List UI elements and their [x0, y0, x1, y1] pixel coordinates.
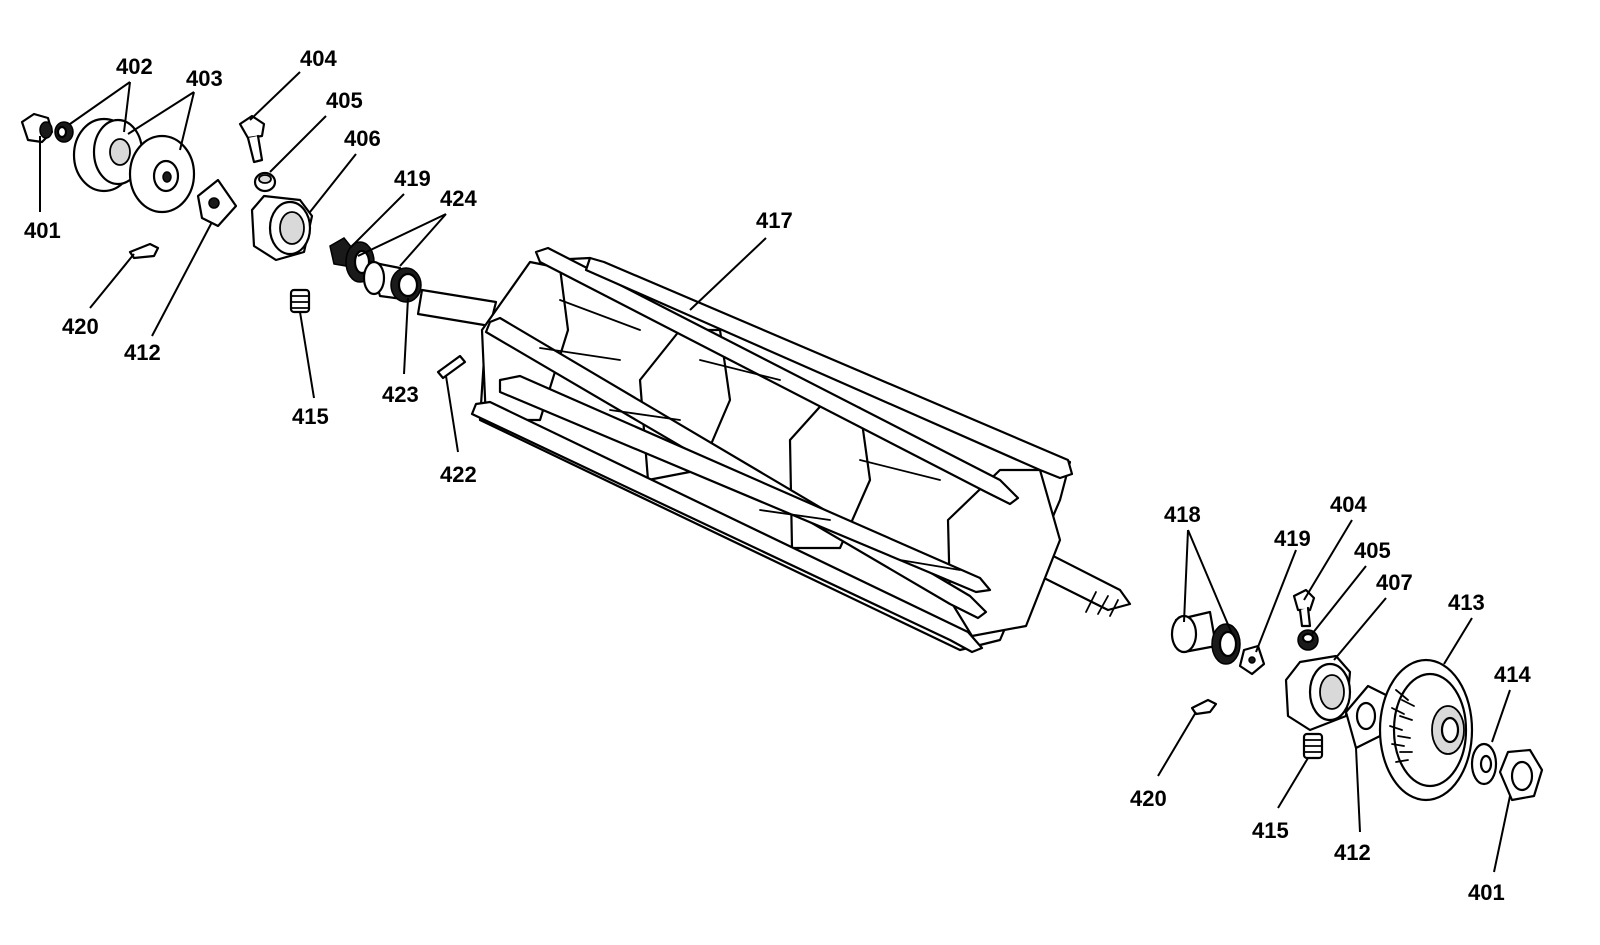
callout-407: 407 — [1376, 570, 1413, 595]
callout-412-right: 412 — [1334, 840, 1371, 865]
callout-401-left: 401 — [24, 218, 61, 243]
callout-404-right: 404 — [1330, 492, 1367, 517]
callout-414: 414 — [1494, 662, 1531, 687]
part-412-plate-left — [196, 178, 238, 228]
part-415-spring-left — [289, 288, 311, 314]
part-423-collar — [390, 267, 422, 303]
part-413-drive-gear — [1378, 658, 1474, 802]
callout-423: 423 — [382, 382, 419, 407]
callout-419-right: 419 — [1274, 526, 1311, 551]
callout-402: 402 — [116, 54, 153, 79]
part-412-plate-right — [1344, 684, 1390, 750]
callout-404-left: 404 — [300, 46, 337, 71]
callout-424: 424 — [440, 186, 477, 211]
callout-417: 417 — [756, 208, 793, 233]
part-403-bearing-cap-b — [128, 134, 196, 214]
callout-419-left: 419 — [394, 166, 431, 191]
leader-lines — [39, 71, 1511, 873]
callout-406: 406 — [344, 126, 381, 151]
part-417-cutting-cylinder — [416, 246, 1132, 654]
part-404-bolt-left — [238, 114, 266, 164]
part-401-nut-left — [20, 112, 54, 144]
part-422-key-pin — [436, 354, 467, 380]
part-415-spring-right — [1302, 732, 1324, 760]
callout-403: 403 — [186, 66, 223, 91]
callout-418: 418 — [1164, 502, 1201, 527]
part-420-grease-nipple-left — [128, 242, 160, 260]
part-419-seal-right — [1238, 644, 1266, 676]
callout-415-right: 415 — [1252, 818, 1289, 843]
part-404-bolt-right — [1292, 588, 1316, 628]
callout-420-left: 420 — [62, 314, 99, 339]
part-405-spacer-left — [253, 171, 277, 193]
callout-405-left: 405 — [326, 88, 363, 113]
part-405-spacer-right — [1297, 629, 1319, 651]
callout-422: 422 — [440, 462, 477, 487]
part-418-bearing-races — [1170, 610, 1241, 665]
callout-413: 413 — [1448, 590, 1485, 615]
part-414-washer — [1470, 742, 1498, 786]
callout-405-right: 405 — [1354, 538, 1391, 563]
callout-420-right: 420 — [1130, 786, 1167, 811]
callout-401-right: 401 — [1468, 880, 1505, 905]
part-401-nut-right — [1498, 748, 1544, 802]
callout-415-left: 415 — [292, 404, 329, 429]
part-407-bearing-block — [1284, 654, 1352, 732]
part-406-bearing-block — [250, 194, 314, 262]
part-402-washer — [54, 121, 74, 143]
callout-412-left: 412 — [124, 340, 161, 365]
